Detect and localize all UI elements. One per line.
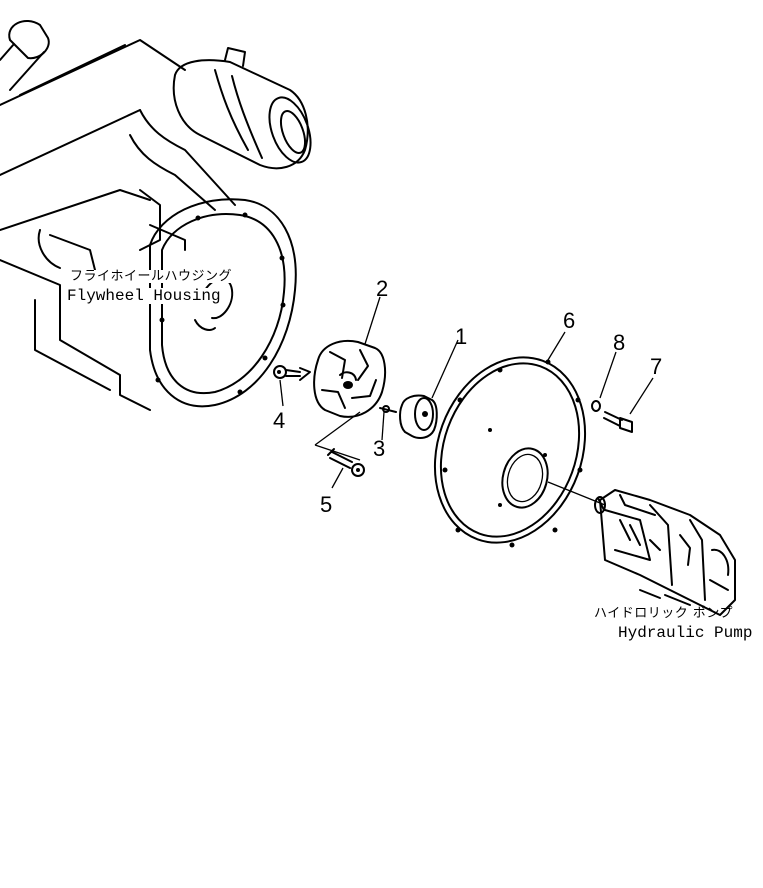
hydraulic-pump-label-jp: ハイドロリック ポンプ bbox=[594, 606, 733, 621]
callout-2: 2 bbox=[376, 276, 389, 301]
flywheel-housing-label-en: Flywheel Housing bbox=[65, 287, 223, 305]
bolt-part-4 bbox=[273, 365, 311, 381]
callout-5: 5 bbox=[320, 492, 333, 517]
engine-assembly-drawing bbox=[0, 20, 312, 411]
hydraulic-pump-drawing bbox=[594, 489, 736, 616]
hub-part-1 bbox=[399, 394, 438, 439]
callout-8: 8 bbox=[613, 330, 626, 355]
bolt-part-7 bbox=[603, 411, 633, 433]
callout-3: 3 bbox=[373, 436, 386, 461]
bolt-part-5 bbox=[314, 411, 365, 477]
coupling-part-2 bbox=[313, 340, 387, 418]
flywheel-housing-label-jp: フライホイールハウジング bbox=[68, 269, 235, 284]
hydraulic-pump-label-en: Hydraulic Pump bbox=[618, 624, 753, 642]
callout-leaders bbox=[279, 296, 654, 489]
flex-plate-part-6 bbox=[433, 356, 587, 548]
callout-7: 7 bbox=[650, 354, 663, 379]
callout-4: 4 bbox=[273, 408, 286, 433]
callout-1: 1 bbox=[455, 324, 468, 349]
callout-6: 6 bbox=[563, 308, 576, 333]
pin-part-3 bbox=[379, 405, 397, 413]
washer-part-8 bbox=[591, 400, 601, 412]
